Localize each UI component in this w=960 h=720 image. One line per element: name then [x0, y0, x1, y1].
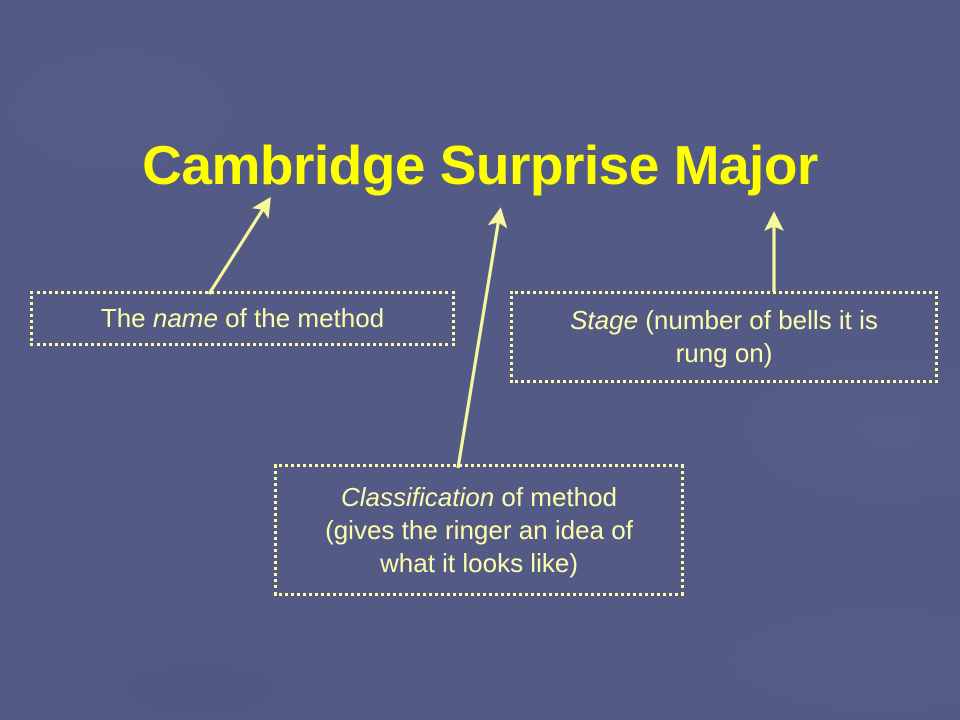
callout-name-text: The name of the method [43, 302, 442, 335]
callout-classification: Classification of method(gives the ringe… [274, 464, 684, 596]
callout-name: The name of the method [30, 291, 455, 346]
page-title: Cambridge Surprise Major [142, 134, 818, 196]
callout-classification-line3: what it looks like) [380, 547, 578, 578]
callout-name-emphasis: name [152, 303, 218, 333]
callout-classification-line2: (gives the ringer an idea of [325, 514, 633, 545]
callout-stage-line1: (number of bells it is [638, 305, 878, 335]
callout-name-suffix: of the method [217, 303, 385, 333]
callout-classification-emphasis: Classification [340, 481, 495, 512]
callout-stage-line2: rung on) [675, 338, 773, 368]
callout-classification-text: Classification of method(gives the ringe… [287, 481, 671, 580]
callout-stage-emphasis: Stage [570, 305, 639, 335]
callout-classification-line1: of method [494, 481, 618, 512]
arrow-classification-to-title [456, 207, 508, 469]
callout-name-prefix: The [100, 303, 153, 333]
arrow-name-to-title [207, 196, 271, 295]
